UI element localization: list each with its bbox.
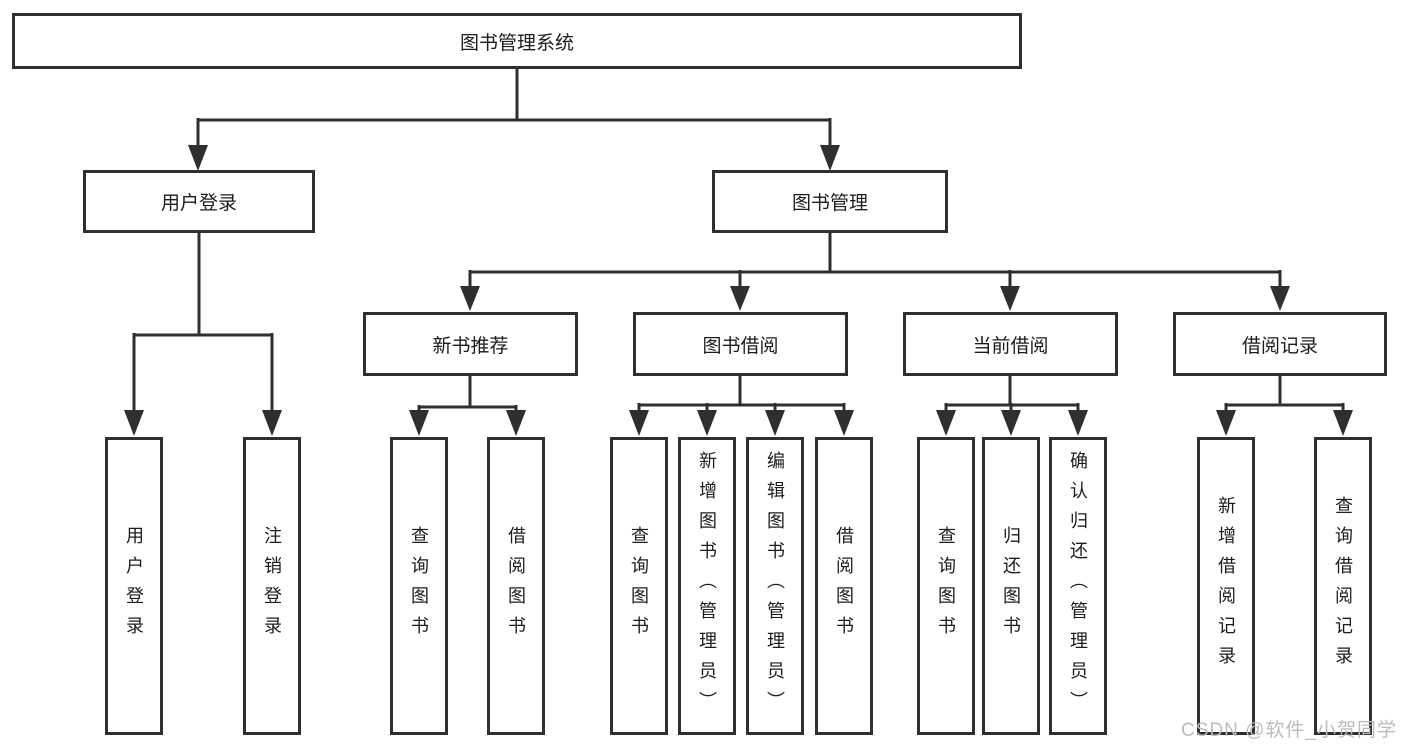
node-borrowing-records: 借阅记录 bbox=[1173, 312, 1387, 376]
node-library-system: 图书管理系统 bbox=[12, 13, 1022, 69]
node-query-books-recommend: 查询图书 bbox=[390, 437, 448, 735]
node-edit-books-admin: 编辑图书（管理员） bbox=[746, 437, 804, 735]
node-confirm-return-admin: 确认归还（管理员） bbox=[1049, 437, 1107, 735]
node-new-book-recommendation: 新书推荐 bbox=[363, 312, 578, 376]
node-logout-op: 注销登录 bbox=[243, 437, 301, 735]
node-borrow-books-recommend: 借阅图书 bbox=[487, 437, 545, 735]
node-query-books-borrow: 查询图书 bbox=[610, 437, 668, 735]
node-borrow-books: 借阅图书 bbox=[815, 437, 873, 735]
node-current-borrowing: 当前借阅 bbox=[903, 312, 1118, 376]
node-book-borrowing: 图书借阅 bbox=[633, 312, 848, 376]
node-user-login-op: 用户登录 bbox=[105, 437, 163, 735]
node-book-management: 图书管理 bbox=[712, 170, 948, 233]
watermark: CSDN @软件_小贺同学 bbox=[1181, 720, 1397, 741]
node-user-login: 用户登录 bbox=[83, 170, 315, 233]
node-return-books: 归还图书 bbox=[982, 437, 1040, 735]
node-query-books-current: 查询图书 bbox=[917, 437, 975, 735]
node-add-books-admin: 新增图书（管理员） bbox=[678, 437, 736, 735]
node-query-borrow-record: 查询借阅记录 bbox=[1314, 437, 1372, 735]
node-add-borrow-record: 新增借阅记录 bbox=[1197, 437, 1255, 735]
